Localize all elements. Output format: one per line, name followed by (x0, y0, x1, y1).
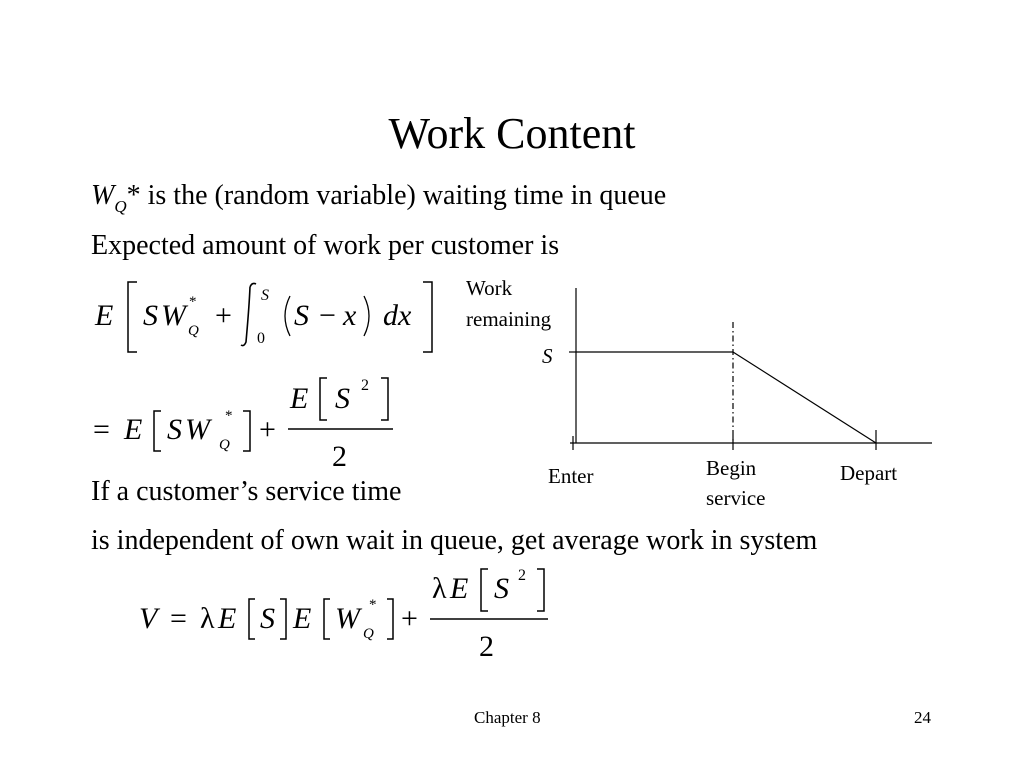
footer-page-number: 24 (914, 708, 931, 727)
f2-Q: Q (219, 437, 230, 453)
f3-num-lambda: λ (432, 572, 447, 605)
f1-S2: S (294, 299, 309, 332)
f3-V: V (139, 602, 161, 635)
f2-denominator: 2 (332, 440, 347, 473)
f1-S: S (143, 299, 158, 332)
x-label-depart: Depart (840, 461, 897, 485)
level-S-label: S (542, 344, 553, 368)
y-label-line-1: Work (466, 276, 513, 300)
f2-power: 2 (361, 377, 369, 394)
f1-int-upper: S (261, 287, 269, 304)
wq-subscript: Q (114, 197, 127, 216)
work-decline-line (732, 351, 877, 444)
slide-title: Work Content (388, 109, 636, 158)
work-diagram: Work remaining S Enter Begin service Dep… (466, 276, 932, 510)
f3-E2: E (292, 602, 311, 635)
f3-denominator: 2 (479, 630, 494, 663)
f1-minus: − (319, 299, 336, 332)
footer-chapter: Chapter 8 (474, 708, 541, 727)
f1-int-lower: 0 (257, 330, 265, 347)
formula-2: = E S W * Q + E S 2 2 (93, 377, 393, 473)
line-wq-definition: WQ* is the (random variable) waiting tim… (91, 180, 667, 216)
line-service-time: If a customer’s service time (91, 476, 402, 507)
f3-S: S (260, 602, 275, 635)
f2-num-E: E (289, 382, 308, 415)
f1-star: * (189, 294, 197, 310)
f1-x: x (342, 299, 357, 332)
f1-E: E (94, 299, 113, 332)
f3-lambda: λ (200, 602, 215, 635)
f1-Q: Q (188, 323, 199, 339)
line-expected-work: Expected amount of work per customer is (91, 230, 560, 261)
x-label-begin-2: service (706, 486, 765, 510)
f3-plus: + (401, 602, 418, 635)
y-label-line-2: remaining (466, 307, 552, 331)
line-independent: is independent of own wait in queue, get… (91, 525, 818, 556)
f1-plus: + (215, 299, 232, 332)
f3-W: W (335, 602, 363, 635)
wq-symbol: W (91, 180, 115, 211)
f2-W: W (185, 413, 213, 446)
f1-dx: dx (383, 299, 412, 332)
f3-Q: Q (363, 626, 374, 642)
wq-description: is the (random variable) waiting time in… (140, 180, 667, 211)
f3-eq: = (170, 602, 187, 635)
x-label-begin-1: Begin (706, 456, 757, 480)
f2-plus: + (259, 413, 276, 446)
f3-star: * (369, 597, 377, 613)
f2-S: S (167, 413, 182, 446)
f2-num-S: S (335, 382, 350, 415)
f1-W: W (161, 299, 189, 332)
f3-num-E: E (449, 572, 468, 605)
f3-num-S: S (494, 572, 509, 605)
f3-E: E (217, 602, 236, 635)
x-label-enter: Enter (548, 464, 593, 488)
f2-E: E (123, 413, 142, 446)
wq-star: * (126, 180, 141, 211)
f2-star: * (225, 408, 233, 424)
formula-1: E S W * Q + S 0 S − x dx (94, 281, 433, 353)
f2-eq: = (93, 413, 110, 446)
f3-power: 2 (518, 567, 526, 584)
formula-3: V = λ E S E W * Q + λ E S 2 2 (139, 567, 548, 663)
